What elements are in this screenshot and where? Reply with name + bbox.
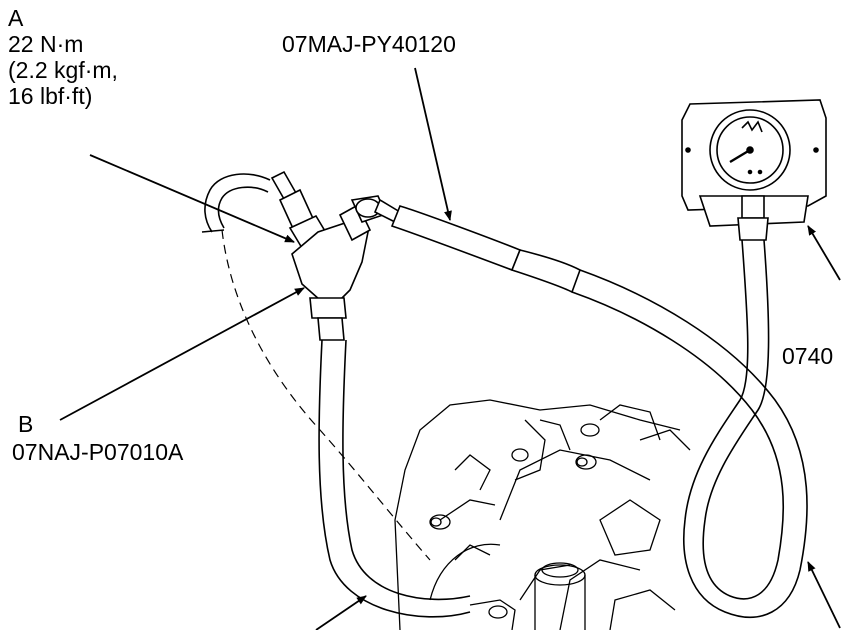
injector-loop-hose bbox=[201, 173, 271, 233]
hose-07maj-sleeve bbox=[373, 198, 581, 294]
callout-a-torque-lbfft: 16 lbf·ft) bbox=[8, 83, 93, 109]
fuel-adapter-assembly bbox=[270, 170, 388, 341]
callout-a-torque-nm: 22 N·m bbox=[8, 31, 84, 57]
hose-part-number-label: 07MAJ-PY40120 bbox=[282, 31, 456, 57]
gauge-part-number-label: 0740 bbox=[782, 343, 834, 369]
arrow-hose-part bbox=[414, 67, 452, 221]
pressure-gauge bbox=[681, 99, 827, 241]
callout-b-part-number: 07NAJ-P07010A bbox=[12, 439, 184, 465]
leader-arrows bbox=[59, 67, 841, 630]
callout-a-torque-kgfm: (2.2 kgf·m, bbox=[8, 57, 118, 83]
arrow-hose-lower-left bbox=[315, 595, 367, 630]
callout-a-letter: A bbox=[8, 5, 24, 31]
adapter-drain-hose bbox=[318, 339, 471, 618]
arrow-hose-lower-right bbox=[807, 561, 841, 629]
gauge-hose bbox=[571, 239, 808, 619]
arrow-b bbox=[59, 287, 305, 421]
engine-block-drawing bbox=[394, 399, 691, 630]
arrow-a bbox=[89, 154, 295, 243]
callout-b-letter: B bbox=[18, 411, 34, 437]
arrow-gauge bbox=[807, 225, 841, 281]
